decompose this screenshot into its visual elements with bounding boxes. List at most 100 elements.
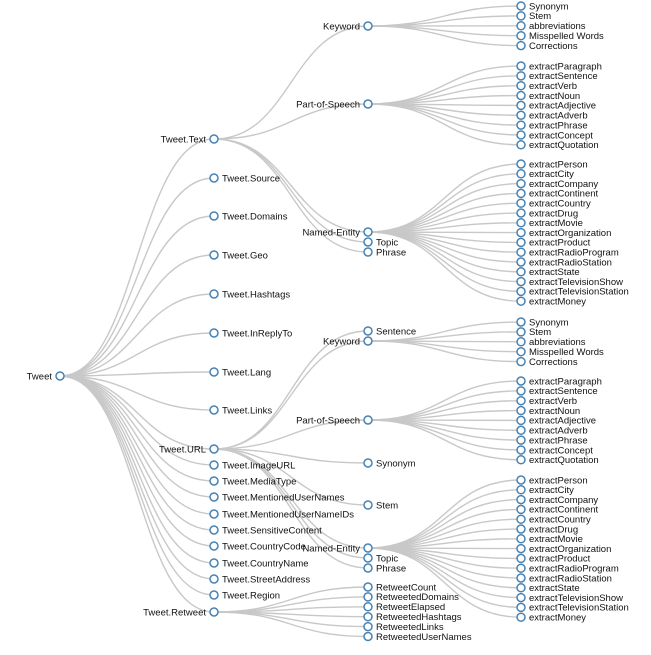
tree-node-extractorganization[interactable]: extractOrganization xyxy=(516,227,611,239)
node-circle-icon[interactable] xyxy=(363,553,373,563)
node-circle-icon[interactable] xyxy=(516,475,526,485)
node-circle-icon[interactable] xyxy=(516,583,526,593)
tree-node-tweet-mediatype[interactable]: Tweet.MediaType xyxy=(209,476,296,487)
tree-node-extractconcept[interactable]: extractConcept xyxy=(516,130,593,141)
node-circle-icon[interactable] xyxy=(516,504,526,515)
node-circle-icon[interactable] xyxy=(209,211,219,221)
node-circle-icon[interactable] xyxy=(516,237,526,248)
tree-node-tweet-domains[interactable]: Tweet.Domains xyxy=(209,211,288,222)
tree-node-retweetedlinks[interactable]: RetweetedLinks xyxy=(363,621,444,633)
tree-node-extractcontinent[interactable]: extractContinent xyxy=(516,188,599,200)
node-circle-icon[interactable] xyxy=(363,611,373,622)
tree-node-tweet-links[interactable]: Tweet.Links xyxy=(209,405,272,416)
tree-node-extractcity[interactable]: extractCity xyxy=(516,169,574,180)
node-circle-icon[interactable] xyxy=(209,607,219,617)
node-circle-icon[interactable] xyxy=(209,405,219,415)
node-circle-icon[interactable] xyxy=(363,415,373,425)
node-circle-icon[interactable] xyxy=(363,631,373,642)
tree-node-extractadjective[interactable]: extractAdjective xyxy=(516,100,596,112)
node-circle-icon[interactable] xyxy=(516,257,526,267)
node-circle-icon[interactable] xyxy=(516,61,526,71)
node-circle-icon[interactable] xyxy=(516,356,526,367)
tree-node-extractnoun[interactable]: extractNoun xyxy=(516,90,580,102)
tree-node-tweet[interactable]: Tweet xyxy=(27,371,65,382)
node-circle-icon[interactable] xyxy=(363,500,373,510)
node-circle-icon[interactable] xyxy=(516,337,526,347)
node-circle-icon[interactable] xyxy=(209,590,219,600)
node-circle-icon[interactable] xyxy=(516,90,526,101)
node-circle-icon[interactable] xyxy=(516,435,526,445)
tree-node-extractorganization[interactable]: extractOrganization xyxy=(516,543,611,555)
node-circle-icon[interactable] xyxy=(516,21,526,31)
node-circle-icon[interactable] xyxy=(363,326,373,336)
tree-node-extractcompany[interactable]: extractCompany xyxy=(516,178,598,190)
node-circle-icon[interactable] xyxy=(516,386,526,396)
node-circle-icon[interactable] xyxy=(363,227,373,237)
node-circle-icon[interactable] xyxy=(363,563,373,573)
node-circle-icon[interactable] xyxy=(209,460,219,470)
tree-node-phrase[interactable]: Phrase xyxy=(363,563,406,574)
tree-node-stem[interactable]: Stem xyxy=(516,11,551,22)
tree-node-named-entity[interactable]: Named-Entity xyxy=(302,543,373,554)
node-circle-icon[interactable] xyxy=(209,250,219,260)
node-circle-icon[interactable] xyxy=(516,395,526,406)
node-circle-icon[interactable] xyxy=(55,371,65,381)
node-circle-icon[interactable] xyxy=(363,21,373,31)
node-circle-icon[interactable] xyxy=(209,134,219,144)
node-circle-icon[interactable] xyxy=(516,543,526,554)
node-circle-icon[interactable] xyxy=(516,247,526,257)
tree-node-extractperson[interactable]: extractPerson xyxy=(516,159,588,170)
node-circle-icon[interactable] xyxy=(516,573,526,583)
tree-node-tweet-source[interactable]: Tweet.Source xyxy=(209,173,280,184)
tree-node-part-of-speech[interactable]: Part-of-Speech xyxy=(296,99,373,110)
tree-node-extractstate[interactable]: extractState xyxy=(516,583,580,594)
node-circle-icon[interactable] xyxy=(516,553,526,564)
tree-node-tweet-region[interactable]: Tweet.Region xyxy=(209,590,280,601)
node-circle-icon[interactable] xyxy=(516,534,526,544)
tree-node-synonym[interactable]: Synonym xyxy=(516,317,569,328)
tree-node-extracttelevisionstation[interactable]: extractTelevisionStation xyxy=(516,602,629,614)
tree-node-extractcountry[interactable]: extractCountry xyxy=(516,514,591,526)
node-circle-icon[interactable] xyxy=(209,328,219,338)
node-circle-icon[interactable] xyxy=(516,276,526,287)
tree-node-extractstate[interactable]: extractState xyxy=(516,267,580,278)
node-circle-icon[interactable] xyxy=(516,140,526,150)
tree-node-extractdrug[interactable]: extractDrug xyxy=(516,208,578,219)
node-circle-icon[interactable] xyxy=(363,247,373,257)
node-circle-icon[interactable] xyxy=(516,317,526,327)
node-circle-icon[interactable] xyxy=(363,99,373,109)
tree-node-extractproduct[interactable]: extractProduct xyxy=(516,237,591,249)
node-circle-icon[interactable] xyxy=(209,367,219,377)
tree-node-extractquotation[interactable]: extractQuotation xyxy=(516,455,599,466)
node-circle-icon[interactable] xyxy=(209,525,219,535)
node-circle-icon[interactable] xyxy=(209,289,219,299)
tree-node-tweet-mentionedusernameids[interactable]: Tweet.MentionedUserNameIDs xyxy=(209,509,354,520)
node-circle-icon[interactable] xyxy=(516,120,526,130)
tree-node-extractperson[interactable]: extractPerson xyxy=(516,475,588,486)
node-circle-icon[interactable] xyxy=(209,541,219,551)
node-circle-icon[interactable] xyxy=(363,592,373,602)
tree-node-tweet-imageurl[interactable]: Tweet.ImageURL xyxy=(209,460,295,471)
tree-node-tweet-hashtags[interactable]: Tweet.Hashtags xyxy=(209,289,290,300)
tree-node-extractradioprogram[interactable]: extractRadioProgram xyxy=(516,563,619,575)
node-circle-icon[interactable] xyxy=(363,543,373,553)
tree-node-keyword[interactable]: Keyword xyxy=(323,336,373,347)
tree-node-tweet-inreplyto[interactable]: Tweet.InReplyTo xyxy=(209,328,292,339)
node-circle-icon[interactable] xyxy=(516,485,526,495)
tree-node-abbreviations[interactable]: abbreviations xyxy=(516,21,586,32)
node-circle-icon[interactable] xyxy=(516,592,526,603)
tree-node-retweeteddomains[interactable]: RetweetedDomains xyxy=(363,592,459,603)
tree-node-extractradiostation[interactable]: extractRadioStation xyxy=(516,257,612,268)
tree-node-retweetelapsed[interactable]: RetweetElapsed xyxy=(363,602,445,613)
node-circle-icon[interactable] xyxy=(363,237,373,247)
node-circle-icon[interactable] xyxy=(516,286,526,297)
node-circle-icon[interactable] xyxy=(209,492,219,502)
node-circle-icon[interactable] xyxy=(516,524,526,534)
tree-node-extractconcept[interactable]: extractConcept xyxy=(516,445,593,456)
node-circle-icon[interactable] xyxy=(209,476,219,486)
tree-node-extractquotation[interactable]: extractQuotation xyxy=(516,140,599,151)
tree-node-sentence[interactable]: Sentence xyxy=(363,326,416,337)
node-circle-icon[interactable] xyxy=(516,415,526,426)
tree-node-extractparagraph[interactable]: extractParagraph xyxy=(516,376,602,387)
tree-node-stem[interactable]: Stem xyxy=(516,327,551,338)
